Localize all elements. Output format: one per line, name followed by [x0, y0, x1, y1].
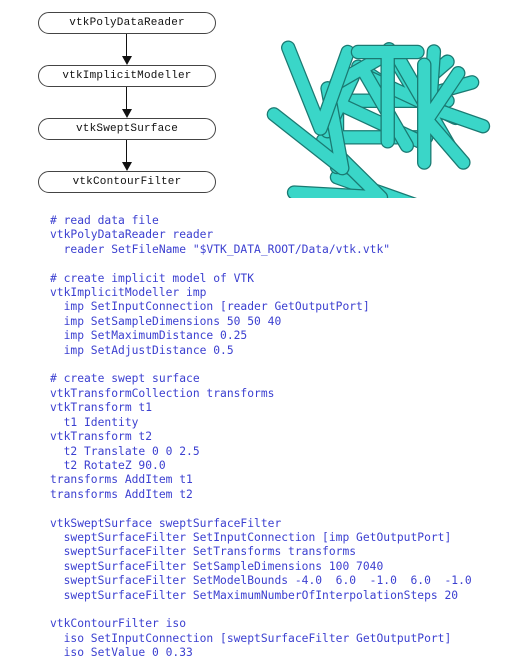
code-line: t1 Identity	[50, 415, 139, 429]
pipeline-arrow-2	[122, 87, 132, 118]
code-line: sweptSurfaceFilter SetModelBounds -4.0 6…	[50, 574, 472, 588]
code-line: imp SetSampleDimensions 50 50 40	[50, 314, 282, 328]
code-line	[50, 603, 472, 617]
code-line: vtkTransformCollection transforms	[50, 386, 275, 400]
code-line	[50, 257, 472, 271]
code-line: iso SetInputConnection [sweptSurfaceFilt…	[50, 631, 452, 645]
code-line: # create swept surface	[50, 372, 200, 386]
code-line	[50, 502, 472, 516]
pipeline-arrow-3	[122, 140, 132, 171]
code-line: # create implicit model of VTK	[50, 271, 255, 285]
code-line: vtkTransform t1	[50, 401, 153, 415]
code-line: # read data file	[50, 214, 159, 227]
node-vtksweptsurface: vtkSweptSurface	[38, 118, 216, 140]
node-vtkcontourfilter: vtkContourFilter	[38, 171, 216, 193]
code-line: sweptSurfaceFilter SetTransforms transfo…	[50, 545, 357, 559]
code-line: vtkPolyDataReader reader	[50, 228, 214, 242]
code-line: transforms AddItem t1	[50, 473, 193, 487]
node-vtkimplicitmodeller: vtkImplicitModeller	[38, 65, 216, 87]
pipeline-arrow-1	[122, 34, 132, 65]
code-line: vtkSweptSurface sweptSurfaceFilter	[50, 516, 282, 530]
code-line: imp SetInputConnection [reader GetOutput…	[50, 300, 370, 314]
code-line: reader SetFileName "$VTK_DATA_ROOT/Data/…	[50, 242, 391, 256]
code-line: sweptSurfaceFilter SetInputConnection [i…	[50, 530, 452, 544]
code-line: vtkContourFilter iso	[50, 617, 187, 631]
code-line: t2 Translate 0 0 2.5	[50, 444, 200, 458]
code-line: imp SetMaximumDistance 0.25	[50, 329, 248, 343]
code-line: sweptSurfaceFilter SetSampleDimensions 1…	[50, 559, 384, 573]
code-line: vtkTransform t2	[50, 430, 153, 444]
node-vtkpolydatareader: vtkPolyDataReader	[38, 12, 216, 34]
code-line: sweptSurfaceFilter SetMaximumNumberOfInt…	[50, 588, 459, 602]
code-line: iso SetValue 0 0.33	[50, 646, 193, 660]
tube-stroke	[418, 58, 470, 169]
code-line: imp SetAdjustDistance 0.5	[50, 343, 234, 357]
code-line: vtkImplicitModeller imp	[50, 286, 207, 300]
code-line: transforms AddItem t2	[50, 487, 193, 501]
pipeline-diagram: vtkPolyDataReader vtkImplicitModeller vt…	[0, 0, 230, 200]
code-line	[50, 358, 472, 372]
code-line: t2 RotateZ 90.0	[50, 458, 166, 472]
tube-stroke	[282, 41, 354, 135]
tube-stroke	[352, 46, 424, 148]
swept-vtk-figure	[266, 40, 491, 198]
